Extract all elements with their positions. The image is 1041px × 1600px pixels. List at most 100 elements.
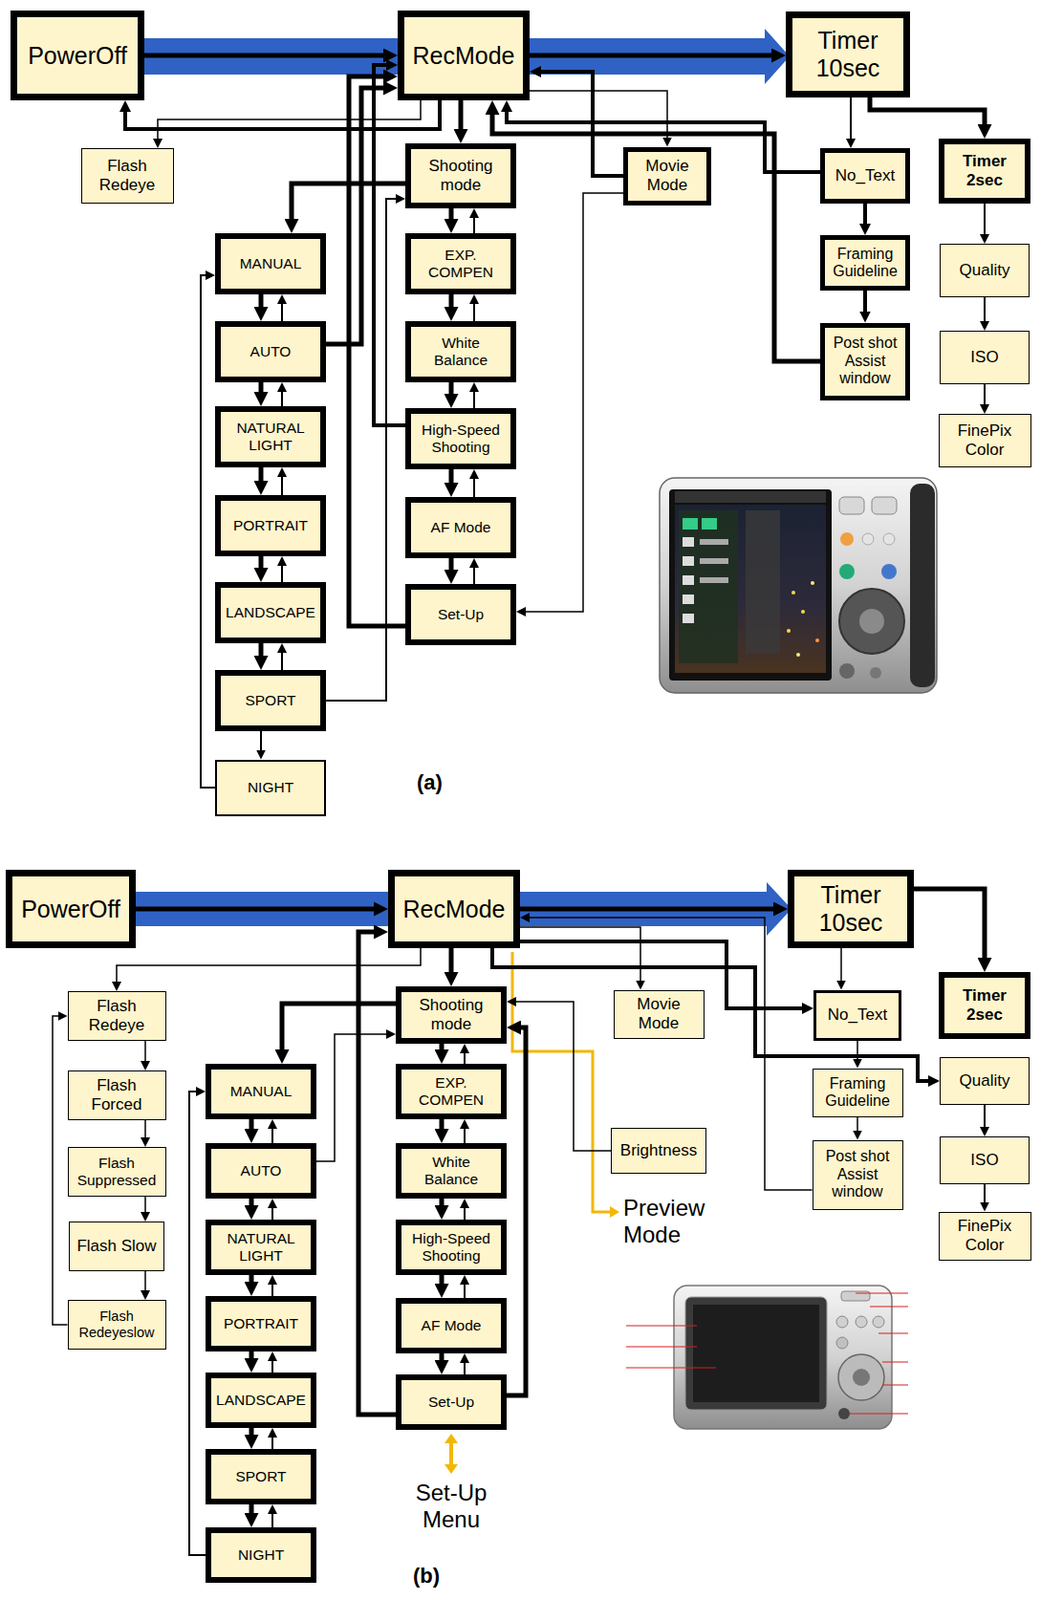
state-label: Timer 10sec <box>798 881 904 937</box>
illustration-detail <box>701 518 717 530</box>
illustration-detail <box>869 1306 909 1308</box>
transition-arrow <box>200 275 216 788</box>
illustration-detail <box>838 1354 885 1401</box>
illustration-detail <box>836 1337 848 1349</box>
transition-arrow <box>281 649 283 671</box>
transition-arrow <box>144 1271 147 1295</box>
transition-arrow <box>463 1280 466 1299</box>
transition-arrow <box>449 208 455 225</box>
illustration-detail <box>883 533 895 545</box>
illustration-detail <box>840 532 854 546</box>
transition-arrow <box>473 300 476 322</box>
preview-arrowhead <box>609 1206 620 1218</box>
state-box: EXP. COMPEN <box>395 1063 507 1120</box>
state-label: NIGHT <box>247 779 294 797</box>
state-box: AUTO <box>205 1143 317 1199</box>
transition-arrow <box>271 1433 274 1450</box>
transition-arrow <box>492 108 821 362</box>
state-box: FinePix Color <box>938 1212 1032 1261</box>
state-label: NATURAL LIGHT <box>224 419 317 455</box>
state-box: No_Text <box>820 148 911 204</box>
transition-arrow <box>260 731 262 755</box>
illustration-detail <box>699 577 729 584</box>
state-box: NIGHT <box>215 759 326 817</box>
state-box: Framing Guideline <box>812 1068 904 1118</box>
transition-arrow <box>463 1049 466 1064</box>
transition-arrow <box>983 203 986 239</box>
state-label: Flash Slow <box>76 1236 156 1257</box>
transition-arrow <box>525 917 813 1191</box>
illustration-detail <box>796 652 801 657</box>
state-label: No_Text <box>835 166 895 186</box>
illustration-detail <box>682 518 698 530</box>
transition-arrow <box>983 1184 986 1207</box>
illustration-detail <box>699 539 729 545</box>
state-box: Flash Redeye <box>81 148 174 204</box>
illustration-detail <box>674 504 826 673</box>
camera-illustration <box>626 1285 909 1430</box>
illustration-detail <box>878 1333 909 1335</box>
illustration-detail <box>626 1325 697 1327</box>
transition-arrow <box>144 53 390 59</box>
transition-arrow <box>492 948 933 1082</box>
illustration-detail <box>871 497 897 515</box>
transition-arrow <box>458 100 464 135</box>
transition-arrow <box>849 97 852 143</box>
state-box: No_Text <box>813 990 902 1041</box>
transition-arrow <box>325 198 400 701</box>
state-label: Shooting mode <box>405 996 498 1034</box>
state-box: MANUAL <box>215 233 326 295</box>
state-label: PORTRAIT <box>223 1315 299 1333</box>
illustration-detail <box>881 563 897 580</box>
illustration-detail <box>791 590 796 595</box>
state-box: Flash Redeye <box>67 991 167 1041</box>
state-box: NATURAL LIGHT <box>215 406 326 468</box>
transition-arrow <box>281 562 283 583</box>
illustration-detail <box>682 613 694 624</box>
state-box: Flash Suppressed <box>67 1147 167 1197</box>
illustration-detail <box>839 663 855 679</box>
transition-arrow <box>348 76 406 627</box>
transition-arrow <box>249 1198 255 1212</box>
transition-arrow <box>52 1016 68 1325</box>
illustration-detail <box>836 1316 848 1328</box>
state-box: High-Speed Shooting <box>395 1219 507 1276</box>
transition-arrow <box>325 87 390 345</box>
transition-arrow <box>259 294 264 313</box>
illustration-detail <box>669 489 832 681</box>
transition-arrow <box>863 203 868 229</box>
state-box: LANDSCAPE <box>215 582 326 644</box>
transition-arrow <box>463 1204 466 1220</box>
transition-arrow <box>281 473 283 496</box>
illustration-detail <box>872 1316 885 1328</box>
state-box: MANUAL <box>205 1063 317 1120</box>
transition-arrow <box>473 214 476 234</box>
transition-arrow <box>439 1198 445 1212</box>
transition-arrow <box>249 1351 255 1365</box>
state-box: SPORT <box>215 670 326 732</box>
state-label: AUTO <box>250 343 292 361</box>
state-label: Set-Up <box>437 606 484 624</box>
illustration-detail <box>859 608 885 634</box>
state-label: Quality <box>959 1071 1011 1091</box>
state-label: PORTRAIT <box>233 517 308 535</box>
illustration-detail <box>659 477 937 694</box>
illustration-detail <box>855 1316 868 1328</box>
illustration-detail <box>745 510 781 654</box>
transition-arrow <box>157 100 421 143</box>
state-box: Shooting mode <box>395 986 507 1044</box>
illustration-detail <box>862 533 874 545</box>
state-label: Framing Guideline <box>828 245 902 282</box>
state-label: Movie Mode <box>618 995 700 1033</box>
setup-menu-arrowhead <box>444 1464 458 1475</box>
transition-arrow <box>439 1119 445 1135</box>
state-label: NATURAL LIGHT <box>215 1230 307 1265</box>
state-label: ISO <box>970 347 998 368</box>
state-box: Set-Up <box>395 1374 507 1431</box>
state-box: Post shot Assist window <box>812 1140 904 1211</box>
state-label: MANUAL <box>230 1083 293 1101</box>
state-label: ISO <box>970 1150 998 1171</box>
illustration-detail <box>815 638 820 643</box>
state-box: FinePix Color <box>938 413 1032 468</box>
transition-arrow <box>506 1027 526 1396</box>
